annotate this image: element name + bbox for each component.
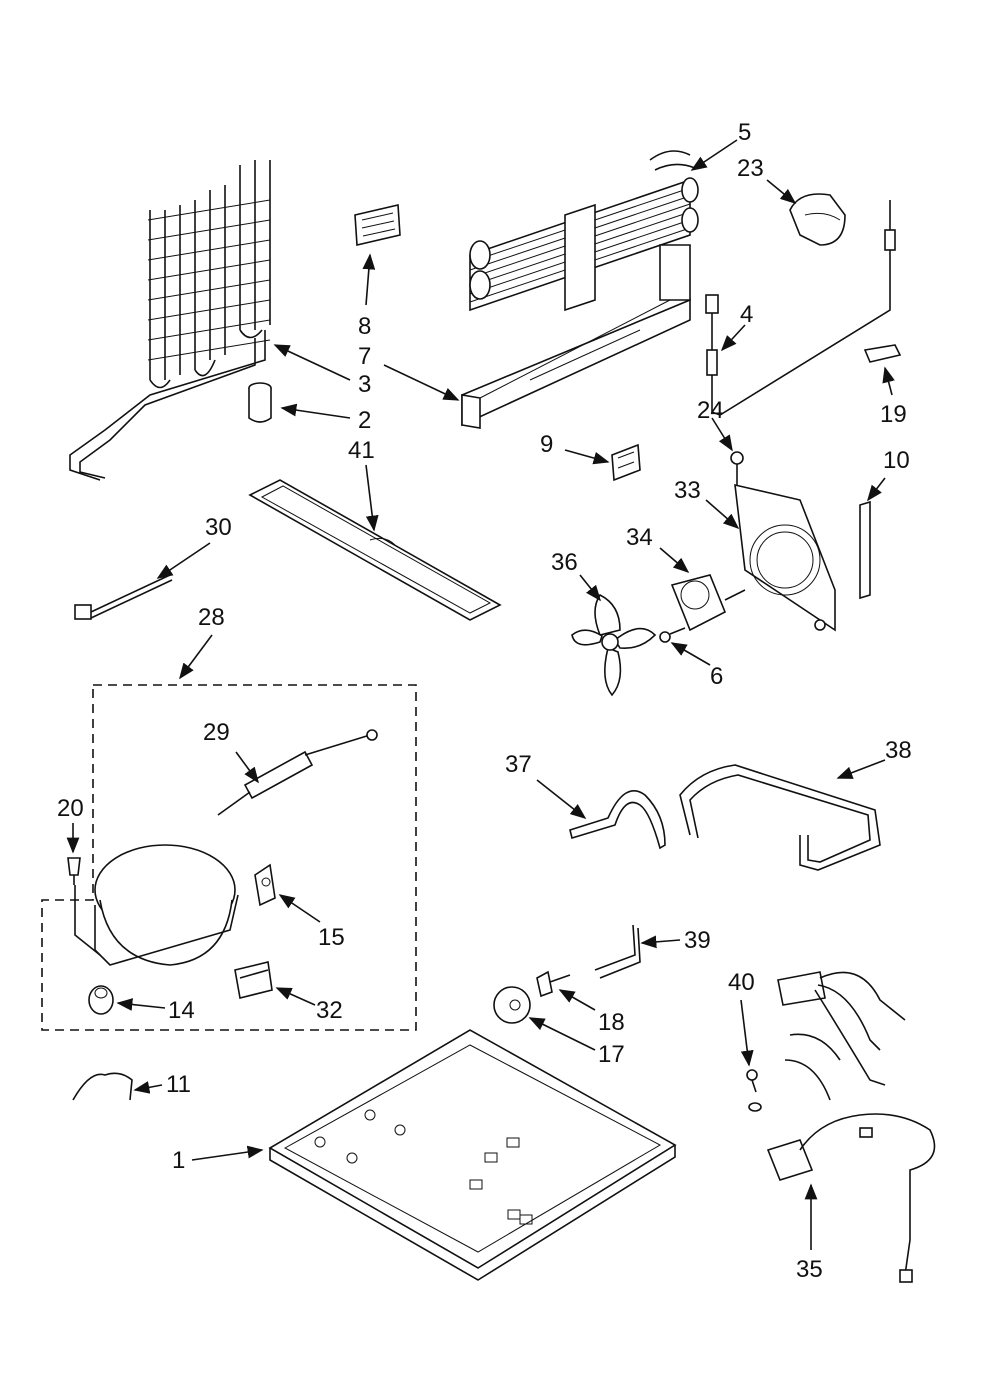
callout-10: 10 (883, 447, 910, 474)
callout-32: 32 (316, 997, 343, 1024)
fan-shroud (734, 483, 836, 632)
callout-38: 38 (885, 737, 912, 764)
callout-35: 35 (796, 1256, 823, 1283)
callout-6-leader (670, 642, 711, 666)
callout-18-leader (558, 989, 596, 1011)
clip (863, 344, 902, 363)
callout-5-leader (690, 139, 738, 171)
callout-39: 39 (684, 927, 711, 954)
evaporator (469, 150, 699, 312)
callout-17-leader (528, 1017, 596, 1051)
fan-motor (670, 574, 746, 632)
callout-40: 40 (728, 969, 755, 996)
grommet-screw (67, 857, 81, 885)
callout-19-leader (882, 366, 895, 396)
callout-3: 3 (358, 371, 371, 398)
roller (493, 986, 531, 1024)
screw (730, 451, 744, 485)
bolt (536, 970, 571, 998)
compressor (74, 844, 239, 966)
callout-1: 1 (172, 1147, 185, 1174)
callout-34: 34 (626, 524, 653, 551)
motor-screw (659, 627, 686, 643)
callout-5: 5 (738, 119, 751, 146)
callout-37: 37 (505, 751, 532, 778)
base-frame (268, 1029, 677, 1281)
insulation-pad (354, 204, 401, 246)
callout-36: 36 (551, 549, 578, 576)
callout-14: 14 (168, 997, 195, 1024)
evaporator-tray (461, 244, 691, 429)
callout-1-leader (191, 1145, 264, 1161)
callout-2-leader (280, 403, 351, 419)
compressor-kit-outline (41, 684, 417, 1031)
callout-38-leader (836, 759, 886, 779)
sensor-wire (705, 200, 896, 416)
callout-28: 28 (198, 604, 225, 631)
callout-28-leader (179, 634, 213, 680)
callout-30: 30 (205, 514, 232, 541)
callout-15-leader (278, 894, 321, 923)
tube-37 (569, 790, 666, 850)
callout-29: 29 (203, 719, 230, 746)
callout-37-leader (536, 779, 587, 819)
callout-20: 20 (57, 795, 84, 822)
callout-34-leader (659, 547, 690, 574)
callout-24-leader (711, 417, 733, 452)
callout-36-leader (579, 574, 601, 602)
callout-39-leader (640, 935, 681, 949)
strip (859, 500, 871, 600)
callout-9-leader (564, 449, 610, 465)
callout-9: 9 (540, 431, 553, 458)
callout-41: 41 (348, 437, 375, 464)
condenser-coil (69, 160, 271, 481)
callout-24: 24 (697, 397, 724, 424)
callout-8-leader (362, 253, 376, 306)
callout-18: 18 (598, 1009, 625, 1036)
callout-14-leader (116, 998, 166, 1011)
callout-33: 33 (674, 477, 701, 504)
relay (254, 863, 276, 907)
wire-clip (72, 1072, 133, 1101)
grommet (88, 985, 114, 1015)
wire-harness (766, 971, 936, 1283)
callout-19: 19 (880, 401, 907, 428)
callout-23: 23 (737, 155, 764, 182)
fan-blade (571, 593, 657, 697)
callout-40-leader (740, 999, 754, 1067)
callout-17: 17 (598, 1041, 625, 1068)
wire-plug (74, 574, 173, 620)
callout-32-leader (275, 987, 316, 1006)
callout-23-leader (766, 179, 797, 205)
callout-41-leader (365, 464, 379, 532)
callout-7-leader (383, 364, 460, 401)
filter-drier (217, 729, 378, 816)
bracket (611, 443, 641, 482)
drain-pan (248, 479, 502, 621)
callout-29-leader (235, 751, 259, 784)
callout-8: 8 (358, 313, 371, 340)
callout-3-leader (273, 344, 351, 381)
callout-6: 6 (710, 663, 723, 690)
cap (789, 193, 846, 246)
callout-15: 15 (318, 924, 345, 951)
callout-4-leader (720, 324, 746, 352)
callout-4: 4 (740, 301, 753, 328)
overload (234, 961, 273, 999)
callout-7: 7 (358, 343, 371, 370)
drier (248, 382, 272, 423)
callout-labels: 1 2 3 4 5 6 7 8 9 10 11 14 15 17 18 19 2… (57, 119, 912, 1283)
rod (594, 924, 641, 979)
callout-11: 11 (166, 1071, 191, 1098)
harness-screw (746, 1069, 762, 1112)
callout-11-leader (133, 1081, 163, 1094)
callout-2: 2 (358, 407, 371, 434)
callout-10-leader (867, 477, 886, 502)
callout-30-leader (156, 542, 211, 579)
callout-33-leader (705, 499, 740, 530)
tube-38 (679, 764, 881, 871)
